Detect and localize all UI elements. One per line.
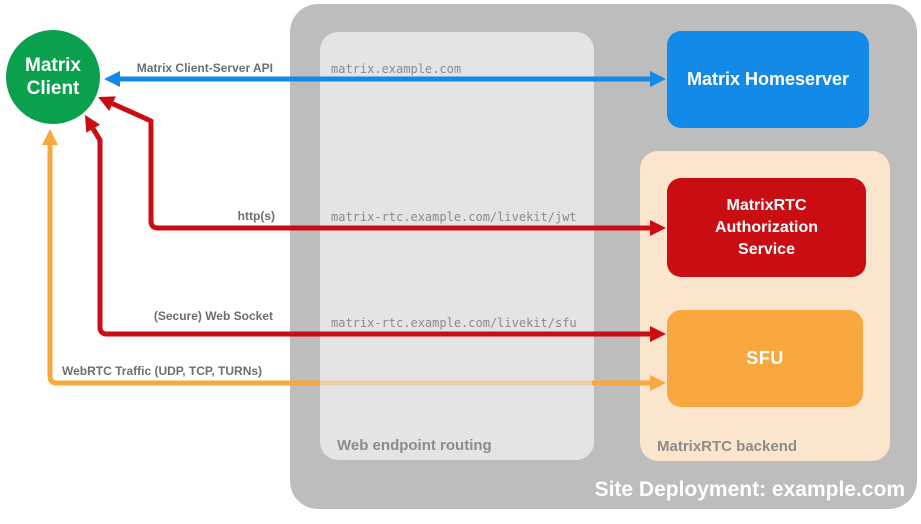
web-endpoint-routing-container bbox=[320, 32, 594, 460]
webrtc-traffic-arrow bbox=[42, 129, 666, 391]
client-server-api-arrow bbox=[104, 71, 666, 87]
endpoint-livekit-jwt: matrix-rtc.example.com/livekit/jwt bbox=[331, 210, 577, 224]
webrtc-traffic-edge-label: WebRTC Traffic (UDP, TCP, TURNs) bbox=[62, 364, 263, 378]
node-sfu: SFU bbox=[667, 310, 863, 407]
auth-service-label: MatrixRTC Authorization Service bbox=[714, 196, 819, 258]
node-matrix-homeserver: Matrix Homeserver bbox=[667, 31, 869, 128]
node-matrixrtc-authorization-service: MatrixRTC Authorization Service bbox=[667, 178, 866, 277]
https-arrow bbox=[98, 96, 666, 236]
sfu-label: SFU bbox=[746, 348, 784, 368]
matrix-homeserver-label: Matrix Homeserver bbox=[686, 69, 850, 89]
matrix-client-label: Matrix Client bbox=[25, 55, 81, 99]
site-deployment-label: Site Deployment: example.com bbox=[594, 478, 905, 501]
endpoint-matrix-example-com: matrix.example.com bbox=[331, 62, 462, 76]
web-endpoint-routing-label: Web endpoint routing bbox=[337, 437, 492, 454]
client-server-api-edge-label: Matrix Client-Server API bbox=[136, 61, 273, 75]
https-edge-label: http(s) bbox=[237, 209, 275, 223]
node-matrix-client: Matrix Client bbox=[6, 30, 100, 124]
matrixrtc-backend-label: MatrixRTC backend bbox=[657, 438, 798, 455]
websocket-edge-label: (Secure) Web Socket bbox=[153, 309, 273, 323]
websocket-arrow bbox=[85, 115, 666, 342]
endpoint-livekit-sfu: matrix-rtc.example.com/livekit/sfu bbox=[331, 316, 577, 330]
